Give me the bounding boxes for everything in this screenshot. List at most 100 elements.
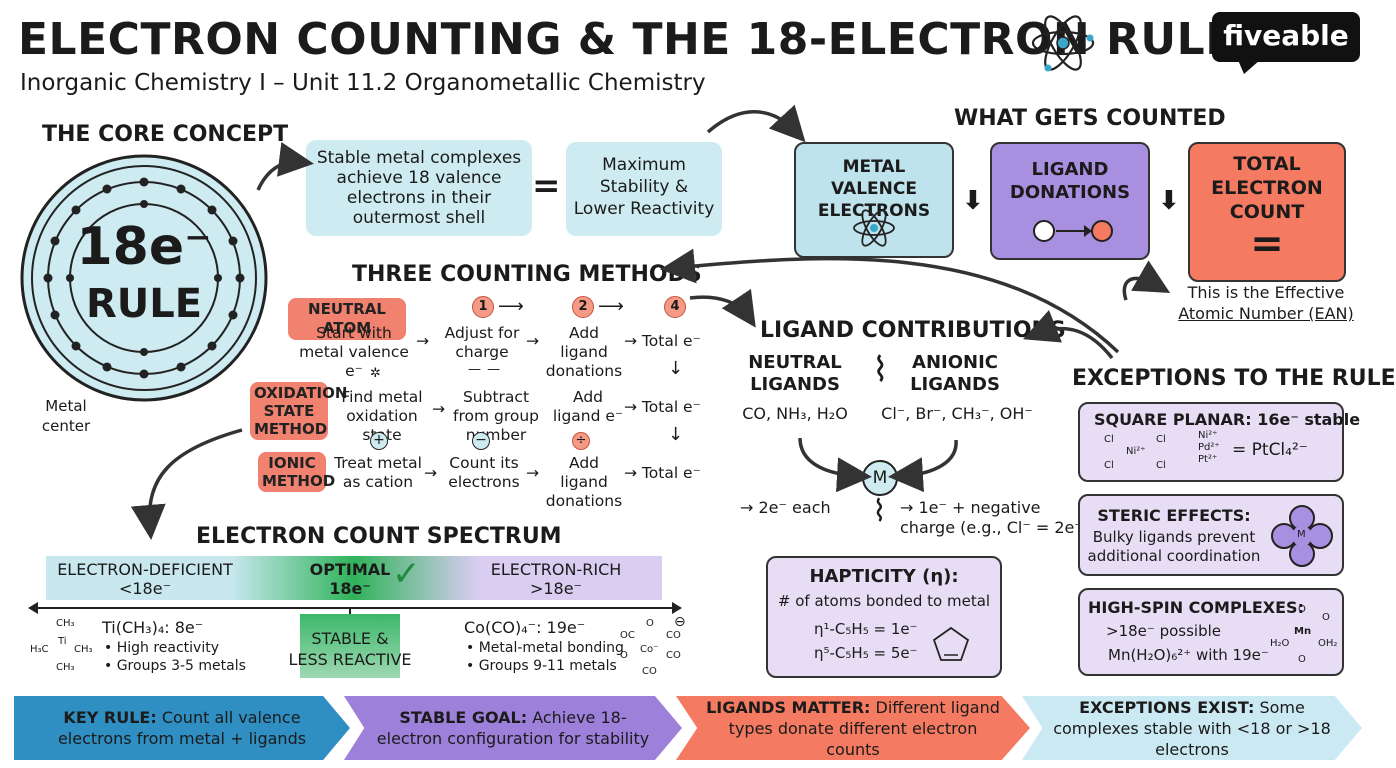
optimal-label: OPTIMAL 18e⁻ xyxy=(300,560,400,598)
steric-title: STERIC EFFECTS: xyxy=(1097,506,1251,525)
co-metal-label: Co⁻ xyxy=(640,644,659,655)
banner-key-rule-bold: KEY RULE: xyxy=(63,708,157,727)
metal-center-label: Metal center xyxy=(41,397,91,435)
ti-label: Ti xyxy=(58,636,67,647)
core-statement: Stable metal complexes achieve 18 valenc… xyxy=(306,140,532,236)
square-planar-ions: Ni²⁺ Pd²⁺ Pt²⁺ xyxy=(1198,430,1220,466)
banner-stable-goal: STABLE GOAL: Achieve 18-electron configu… xyxy=(344,696,682,760)
mn-complex-structure: O O Mn H₂O OH₂ O xyxy=(1270,604,1340,670)
total-equals: = xyxy=(1250,221,1284,267)
contrib-heading: LIGAND CONTRIBUTIONS xyxy=(760,318,1066,343)
stable-line-1: STABLE & xyxy=(311,629,389,648)
anionic-rule: → 1e⁻ + negative charge (e.g., Cl⁻ = 2e⁻… xyxy=(900,498,1089,538)
rule-circle-number: 18e⁻ xyxy=(76,217,212,277)
co-label: CO xyxy=(642,666,657,677)
page-title: ELECTRON COUNTING & THE 18-ELECTRON RULE xyxy=(18,14,1236,65)
wavy-divider-2: ⌇ xyxy=(872,494,887,529)
banner-ligands-matter-bold: LIGANDS MATTER: xyxy=(706,697,871,717)
plus-icon: + xyxy=(370,432,388,450)
steric-desc: Bulky ligands prevent additional coordin… xyxy=(1080,528,1268,566)
co-structure: O ⊖ OC CO Co⁻ O CO CO xyxy=(618,614,690,678)
ti-structure: CH₃ Ti H₃C CH₃ CH₃ xyxy=(30,618,94,674)
arrow-icon: → xyxy=(526,332,539,350)
dash-icon: — — xyxy=(468,362,502,377)
steric-metal-label: M xyxy=(1297,529,1306,540)
arrow-icon: → xyxy=(526,464,539,482)
ligand-donation-card: LIGAND DONATIONS xyxy=(990,142,1150,260)
deficient-sub: <18e⁻ xyxy=(118,579,172,598)
page-subtitle: Inorganic Chemistry I – Unit 11.2 Organo… xyxy=(20,70,706,96)
logo-text: fiveable xyxy=(1223,19,1349,52)
ean-line-2: Atomic Number (EAN) xyxy=(1178,304,1354,323)
oxidation-step-2: Subtract from group number xyxy=(452,388,539,444)
eta5-value: η⁵-C₅H₅ = 5e⁻ xyxy=(814,644,918,662)
o-label: O xyxy=(646,618,654,629)
minus-icon: − xyxy=(472,432,490,450)
co-bullet-1: • Metal-metal bonding xyxy=(466,640,624,656)
ionic-step-2: Count its electrons xyxy=(448,454,520,491)
rich-title: ELECTRON-RICH xyxy=(490,560,622,579)
brand-logo[interactable]: fiveable xyxy=(1212,12,1360,74)
co-label: CO xyxy=(666,630,681,641)
core-heading: THE CORE CONCEPT xyxy=(42,122,289,147)
gear-icon: ✲ xyxy=(370,366,381,381)
ion-ni: Ni²⁺ xyxy=(1198,430,1218,441)
spectrum-axis xyxy=(28,598,682,622)
cl-label: Cl xyxy=(1104,460,1114,471)
neutral-atom-tag: NEUTRAL ATOM xyxy=(288,298,406,340)
neutral-rule: → 2e⁻ each xyxy=(740,498,831,517)
step-number-4: 4 xyxy=(664,296,686,318)
oxidation-state-tag: OXIDATION STATE METHOD xyxy=(250,382,347,440)
high-spin-box xyxy=(1078,588,1344,676)
arrow-right-icon: ⟶ xyxy=(598,296,624,317)
anionic-rule-line-1: → 1e⁻ + negative xyxy=(900,498,1041,517)
ti-bullet-1: • High reactivity xyxy=(104,640,220,656)
anionic-rule-line-2: charge (e.g., Cl⁻ = 2e⁻) xyxy=(900,518,1090,537)
arrow-down-thin-icon: ↓ xyxy=(668,424,684,445)
ch3-label: CH₃ xyxy=(56,618,75,629)
h3c-label: H₃C xyxy=(30,644,49,655)
ean-line-1: This is the Effective xyxy=(1187,283,1345,302)
neutral-total: Total e⁻ xyxy=(641,332,701,350)
atom-icon-small xyxy=(850,206,898,254)
banner-exceptions-exist-bold: EXCEPTIONS EXIST: xyxy=(1079,697,1255,717)
arrow-icon: → xyxy=(432,400,445,418)
banner-ligands-matter-text: Different ligand types donate different … xyxy=(728,697,1000,759)
ean-note: This is the Effective Atomic Number (EAN… xyxy=(1166,282,1366,324)
core-result: Maximum Stability & Lower Reactivity xyxy=(566,142,722,236)
ionic-total: Total e⁻ xyxy=(641,464,701,482)
rich-sub: >18e⁻ xyxy=(529,579,583,598)
co-formula: Co(CO)₄⁻: 19e⁻ xyxy=(464,618,586,637)
arrow-icon: → xyxy=(416,332,429,350)
deficient-label: ELECTRON-DEFICIENT <18e⁻ xyxy=(50,560,240,598)
bulky-ligand-icon xyxy=(1270,504,1334,572)
banner-ligands-matter: LIGANDS MATTER: Different ligand types d… xyxy=(676,696,1030,760)
ion-pt: Pt²⁺ xyxy=(1198,454,1218,465)
atom-icon xyxy=(1028,8,1098,78)
divide-icon: ÷ xyxy=(572,432,590,450)
hapticity-desc: # of atoms bonded to metal xyxy=(777,592,991,610)
rule-circle xyxy=(18,152,270,404)
stable-line-2: LESS REACTIVE xyxy=(288,650,412,669)
arrow-right-icon: ⟶ xyxy=(498,296,524,317)
ionic-method-tag: IONIC METHOD xyxy=(258,452,335,492)
step-number-2: 2 xyxy=(572,296,594,318)
spectrum-heading: ELECTRON COUNT SPECTRUM xyxy=(196,524,562,549)
h2o-label: H₂O xyxy=(1270,638,1290,649)
ti-bullet-2: • Groups 3-5 metals xyxy=(104,658,246,674)
o-label: O xyxy=(1322,612,1330,623)
metal-center-circle: M xyxy=(862,460,898,496)
high-spin-line-1: >18e⁻ possible xyxy=(1106,622,1221,640)
ionic-step-4: → Total e⁻ xyxy=(624,464,701,482)
arrow-down-icon-2: ⬇ xyxy=(1158,186,1180,216)
donation-arrow-icon xyxy=(1030,218,1114,248)
banner-stable-goal-text: Achieve 18-electron configuration for st… xyxy=(376,708,650,748)
steric-line-2: additional coordination xyxy=(1087,547,1261,565)
square-planar-box xyxy=(1078,402,1344,482)
rich-label: ELECTRON-RICH >18e⁻ xyxy=(466,560,646,598)
total-count-label: TOTAL ELECTRON COUNT xyxy=(1211,153,1323,223)
high-spin-title: HIGH-SPIN COMPLEXES: xyxy=(1088,598,1304,617)
banner-key-rule: KEY RULE: Count all valence electrons fr… xyxy=(14,696,350,760)
stable-zone xyxy=(300,614,400,678)
total-count-card: TOTAL ELECTRON COUNT = xyxy=(1188,142,1346,282)
